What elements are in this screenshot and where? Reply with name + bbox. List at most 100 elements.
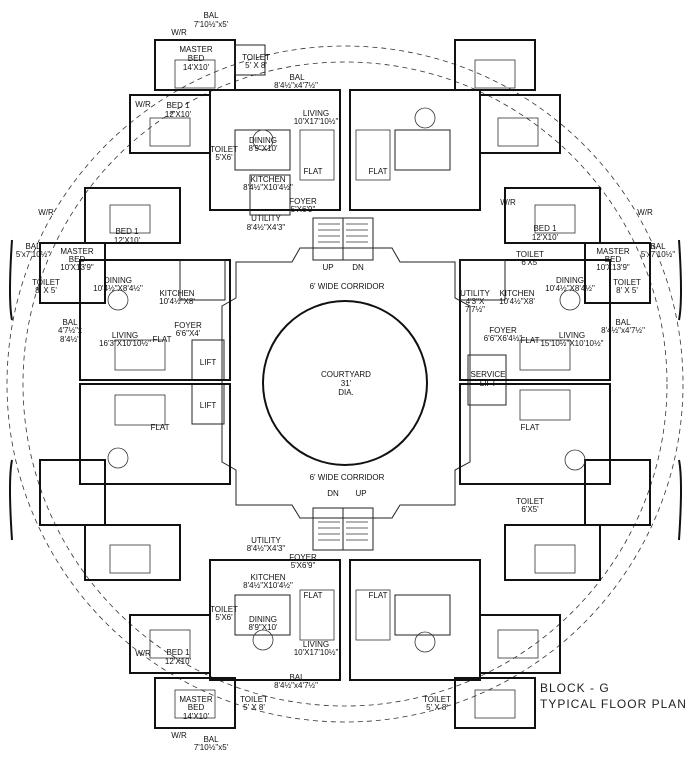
label-dining: DINING (249, 136, 277, 145)
label-master: MASTER (596, 247, 630, 256)
label-master-size: 14'X10' (183, 63, 210, 72)
label-bed: BED (605, 255, 622, 264)
label-flat: FLAT (369, 591, 388, 600)
label-toilet: TOILET (32, 278, 60, 287)
label-bal: BAL (289, 73, 305, 82)
label-lift: LIFT (200, 358, 217, 367)
label-bal: BAL (650, 242, 666, 251)
lift-core-left (191, 339, 225, 425)
label-bed: BED (69, 255, 86, 264)
label-bed: BED (188, 703, 205, 712)
label-toilet-size: 6'X5' (521, 505, 539, 514)
inner-boundary-circle (22, 61, 668, 707)
label-toilet-size: 5' X 8' (426, 703, 448, 712)
label-bal-size: 5'x7'10½" (641, 250, 676, 259)
label-flat: FLAT (304, 167, 323, 176)
label-kitchen: KITCHEN (250, 573, 285, 582)
label-toilet: TOILET (242, 53, 270, 62)
label-toilet: TOILET (240, 695, 268, 704)
stair-core-bottom (312, 507, 374, 551)
label-living-size: 16'3"X10'10½" (99, 339, 151, 348)
label-wr: W/R (135, 100, 151, 109)
label-foyer-size: 5'X6'9" (291, 561, 316, 570)
label-toilet: TOILET (210, 605, 238, 614)
balcony-edge-right-upper (678, 239, 682, 321)
plan-title-block: BLOCK - G (540, 681, 610, 695)
label-flat: FLAT (521, 336, 540, 345)
label-dining-size: 8'9"X10' (248, 144, 278, 153)
label-toilet-size: 5' X 8' (245, 61, 267, 70)
label-toilet: TOILET (210, 145, 238, 154)
label-foyer-size: 5'X6'9" (291, 205, 316, 214)
label-bal: BAL (203, 11, 219, 20)
label-flat: FLAT (521, 423, 540, 432)
label-dining-size: 10'4½"X8'4½" (93, 284, 143, 293)
balcony-edge-left-upper (9, 239, 13, 321)
label-toilet: TOILET (516, 250, 544, 259)
label-foyer: FOYER (174, 321, 202, 330)
label-bal-size: 7'10½"x5' (194, 743, 229, 752)
balcony-edge-left-lower (9, 459, 13, 541)
label-bal: BAL (203, 735, 219, 744)
label-bed: BED (188, 54, 205, 63)
label-living-size: 15'10½"X10'10½" (540, 339, 603, 348)
unit-bottom-left (129, 559, 341, 729)
label-kitchen: KITCHEN (499, 289, 534, 298)
unit-right-upper (459, 187, 651, 381)
courtyard-label: COURTYARD (321, 370, 371, 379)
label-wr: W/R (500, 198, 516, 207)
label-toilet-size: 8' X 5' (616, 286, 638, 295)
label-kitchen: KITCHEN (250, 175, 285, 184)
label-bed1-size: 12'X10' (165, 657, 192, 666)
courtyard-diameter: 31' (341, 379, 352, 388)
label-stair-up: UP (322, 263, 333, 272)
label-bed1-size: 12'X10' (165, 110, 192, 119)
label-stair-dn: DN (352, 263, 364, 272)
plan-title-subtitle: TYPICAL FLOOR PLAN (540, 697, 687, 711)
label-bal-size: 8'4½"x4'7½" (274, 681, 318, 690)
label-bal: BAL (615, 318, 631, 327)
label-wr: W/R (171, 731, 187, 740)
label-utility-size: 4'3"X (466, 297, 485, 306)
label-living: LIVING (559, 331, 585, 340)
label-living-size: 10'X17'10½" (294, 117, 339, 126)
label-kitchen-size: 8'4½"X10'4½" (243, 581, 293, 590)
unit-top-right (349, 39, 561, 211)
label-master: MASTER (179, 45, 213, 54)
label-stair-dn: DN (327, 489, 339, 498)
label-dining-size: 10'4½"X8'4½" (545, 284, 595, 293)
label-service-lift-2: LIFT (480, 379, 497, 388)
label-bed1-size: 12'X10' (532, 233, 559, 242)
label-toilet-size: 8' X 5' (35, 286, 57, 295)
label-wr: W/R (637, 208, 653, 217)
label-master-size: 10'X13'9" (596, 263, 630, 272)
label-wr: W/R (38, 208, 54, 217)
unit-left-upper (39, 187, 231, 381)
label-dining-size: 8'9"X10' (248, 623, 278, 632)
label-living: LIVING (303, 109, 329, 118)
label-dining: DINING (249, 615, 277, 624)
label-master-size: 10'X13'9" (60, 263, 94, 272)
label-living: LIVING (303, 640, 329, 649)
outer-boundary-circle (6, 45, 684, 723)
label-master-size: 14'X10' (183, 712, 210, 721)
label-toilet: TOILET (613, 278, 641, 287)
label-foyer-size: 6'6"X4' (176, 329, 201, 338)
label-bal-size: 7'10½"x5' (194, 20, 229, 29)
label-utility: UTILITY (251, 536, 281, 545)
label-toilet-size: 6'X5' (521, 258, 539, 267)
unit-bottom-right (349, 559, 561, 729)
balcony-edge-right-lower (678, 459, 682, 541)
label-foyer: FOYER (289, 197, 317, 206)
label-wr: W/R (171, 28, 187, 37)
label-flat: FLAT (153, 335, 172, 344)
label-foyer-size: 6'6"X6'4½" (484, 334, 523, 343)
label-kitchen-size: 10'4½"X8' (159, 297, 195, 306)
courtyard-dia: DIA. (338, 388, 354, 397)
label-master: MASTER (60, 247, 94, 256)
label-utility-size-2: 7'7½" (465, 305, 485, 314)
stair-core-top (312, 217, 374, 261)
label-foyer: FOYER (489, 326, 517, 335)
label-toilet-size: 5'X6' (215, 153, 233, 162)
